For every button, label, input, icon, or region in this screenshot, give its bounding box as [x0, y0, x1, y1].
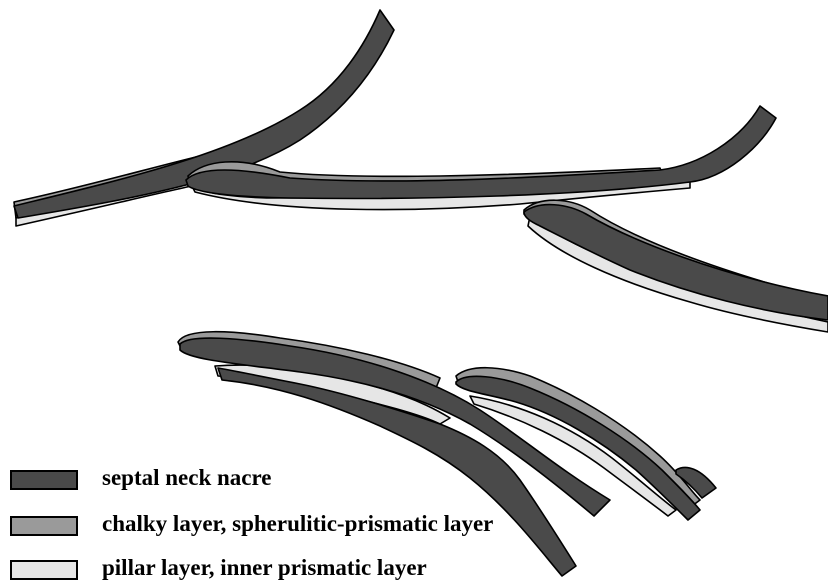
legend-label-chalky: chalky layer, spherulitic-prismatic laye… [102, 510, 493, 538]
legend-item-pillar: pillar layer, inner prismatic layer [10, 552, 710, 588]
legend-swatch-pillar [10, 560, 78, 580]
legend-label-pillar: pillar layer, inner prismatic layer [102, 554, 427, 582]
legend-swatch-nacre [10, 470, 78, 490]
upper-right-branch-nacre [524, 205, 828, 320]
legend-item-chalky: chalky layer, spherulitic-prismatic laye… [10, 508, 710, 544]
legend-item-nacre: septal neck nacre [10, 462, 710, 498]
legend-label-nacre: septal neck nacre [102, 464, 272, 492]
legend-swatch-chalky [10, 516, 78, 536]
